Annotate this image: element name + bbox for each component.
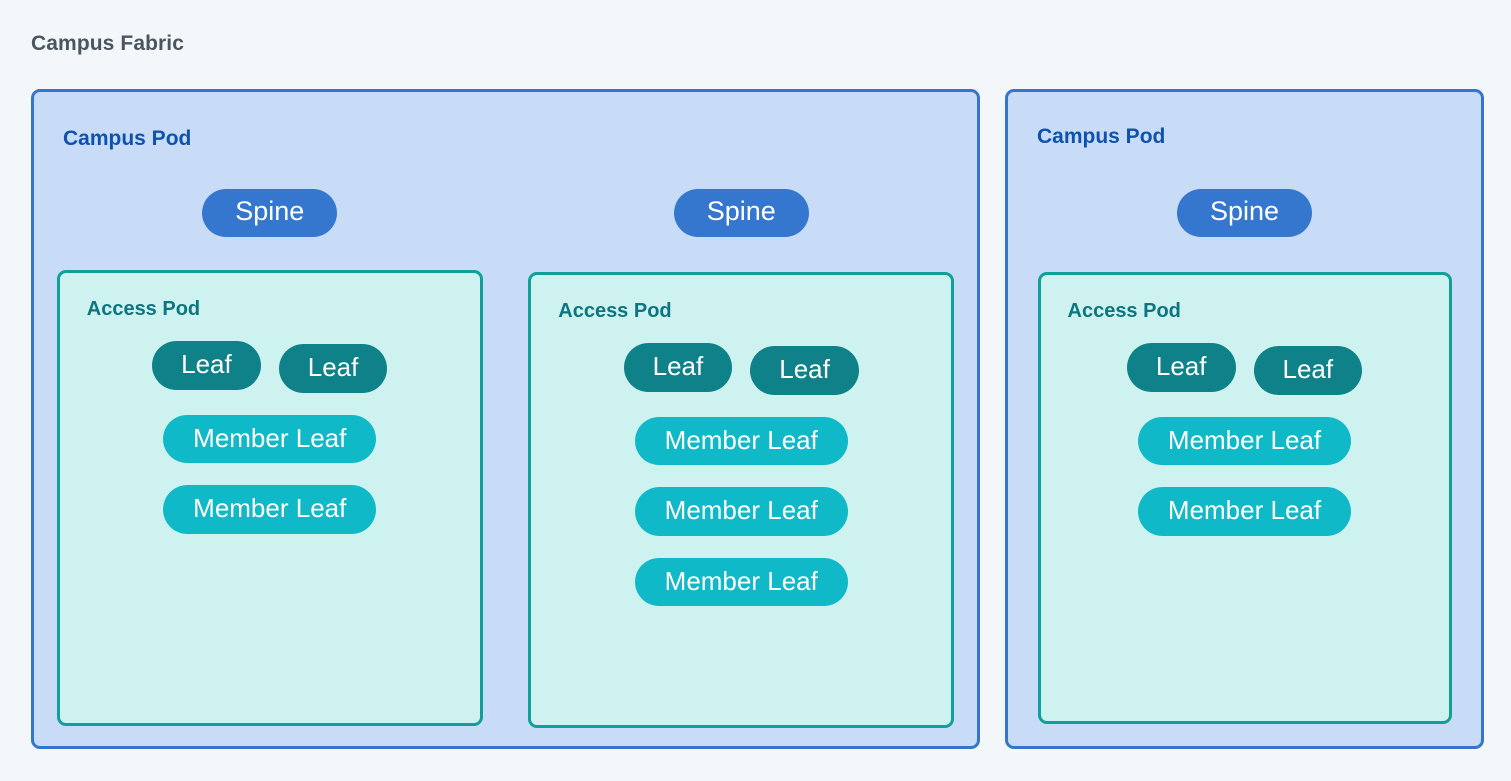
leaf-node[interactable]: Leaf bbox=[1126, 343, 1236, 392]
spine-slot: Spine bbox=[1008, 189, 1481, 237]
spine-row: Spine Spine bbox=[34, 189, 977, 237]
spine-node[interactable]: Spine bbox=[202, 189, 338, 237]
node-stack: Leaf Leaf Member Leaf Member Leaf bbox=[60, 341, 480, 534]
leaf-node[interactable]: Leaf bbox=[750, 346, 859, 395]
campus-pod[interactable]: Campus Pod Spine Spine Access Pod Leaf L… bbox=[31, 89, 980, 749]
campus-pod-label: Campus Pod bbox=[1037, 125, 1166, 148]
access-pod-slot: Access Pod Leaf Leaf Member Leaf Member … bbox=[1008, 272, 1481, 724]
spine-node[interactable]: Spine bbox=[1176, 189, 1313, 237]
access-pod-label: Access Pod bbox=[86, 298, 201, 320]
node-stack: Leaf Leaf Member Leaf Member Leaf bbox=[1041, 343, 1449, 536]
leaf-node[interactable]: Leaf bbox=[1253, 346, 1363, 395]
page-title: Campus Fabric bbox=[31, 32, 185, 55]
leaf-row: Leaf Leaf bbox=[623, 343, 859, 395]
leaf-node[interactable]: Leaf bbox=[278, 344, 388, 393]
member-leaf-node[interactable]: Member Leaf bbox=[163, 414, 377, 464]
access-pod[interactable]: Access Pod Leaf Leaf Member Leaf Member … bbox=[528, 272, 955, 728]
leaf-row: Leaf Leaf bbox=[1126, 343, 1363, 395]
member-leaf-node[interactable]: Member Leaf bbox=[1137, 416, 1352, 466]
spine-slot: Spine bbox=[506, 189, 978, 237]
access-pod[interactable]: Access Pod Leaf Leaf Member Leaf Member … bbox=[1037, 272, 1452, 724]
leaf-node[interactable]: Leaf bbox=[623, 343, 733, 392]
spine-node[interactable]: Spine bbox=[673, 189, 809, 237]
access-pod[interactable]: Access Pod Leaf Leaf Member Leaf Member … bbox=[56, 270, 483, 726]
member-leaf-node[interactable]: Member Leaf bbox=[163, 485, 377, 534]
node-stack: Leaf Leaf Member Leaf Member Leaf Member… bbox=[531, 343, 951, 607]
access-pod-slot: Access Pod Leaf Leaf Member Leaf Member … bbox=[34, 270, 506, 728]
member-leaf-node[interactable]: Member Leaf bbox=[1137, 487, 1352, 536]
spine-row: Spine bbox=[1008, 189, 1481, 237]
campus-pod[interactable]: Campus Pod Spine Access Pod Leaf Leaf Me… bbox=[1005, 89, 1484, 749]
access-pod-row: Access Pod Leaf Leaf Member Leaf Member … bbox=[1008, 272, 1481, 724]
member-leaf-node[interactable]: Member Leaf bbox=[634, 416, 848, 466]
access-pod-row: Access Pod Leaf Leaf Member Leaf Member … bbox=[34, 270, 977, 728]
access-pod-slot: Access Pod Leaf Leaf Member Leaf Member … bbox=[506, 270, 978, 728]
spine-slot: Spine bbox=[34, 189, 506, 237]
access-pod-label: Access Pod bbox=[1067, 300, 1181, 322]
leaf-row: Leaf Leaf bbox=[152, 341, 388, 393]
member-leaf-node[interactable]: Member Leaf bbox=[634, 557, 848, 607]
leaf-node[interactable]: Leaf bbox=[152, 341, 261, 390]
access-pod-label: Access Pod bbox=[558, 300, 672, 322]
member-leaf-node[interactable]: Member Leaf bbox=[634, 487, 848, 536]
campus-pod-label: Campus Pod bbox=[63, 127, 192, 150]
